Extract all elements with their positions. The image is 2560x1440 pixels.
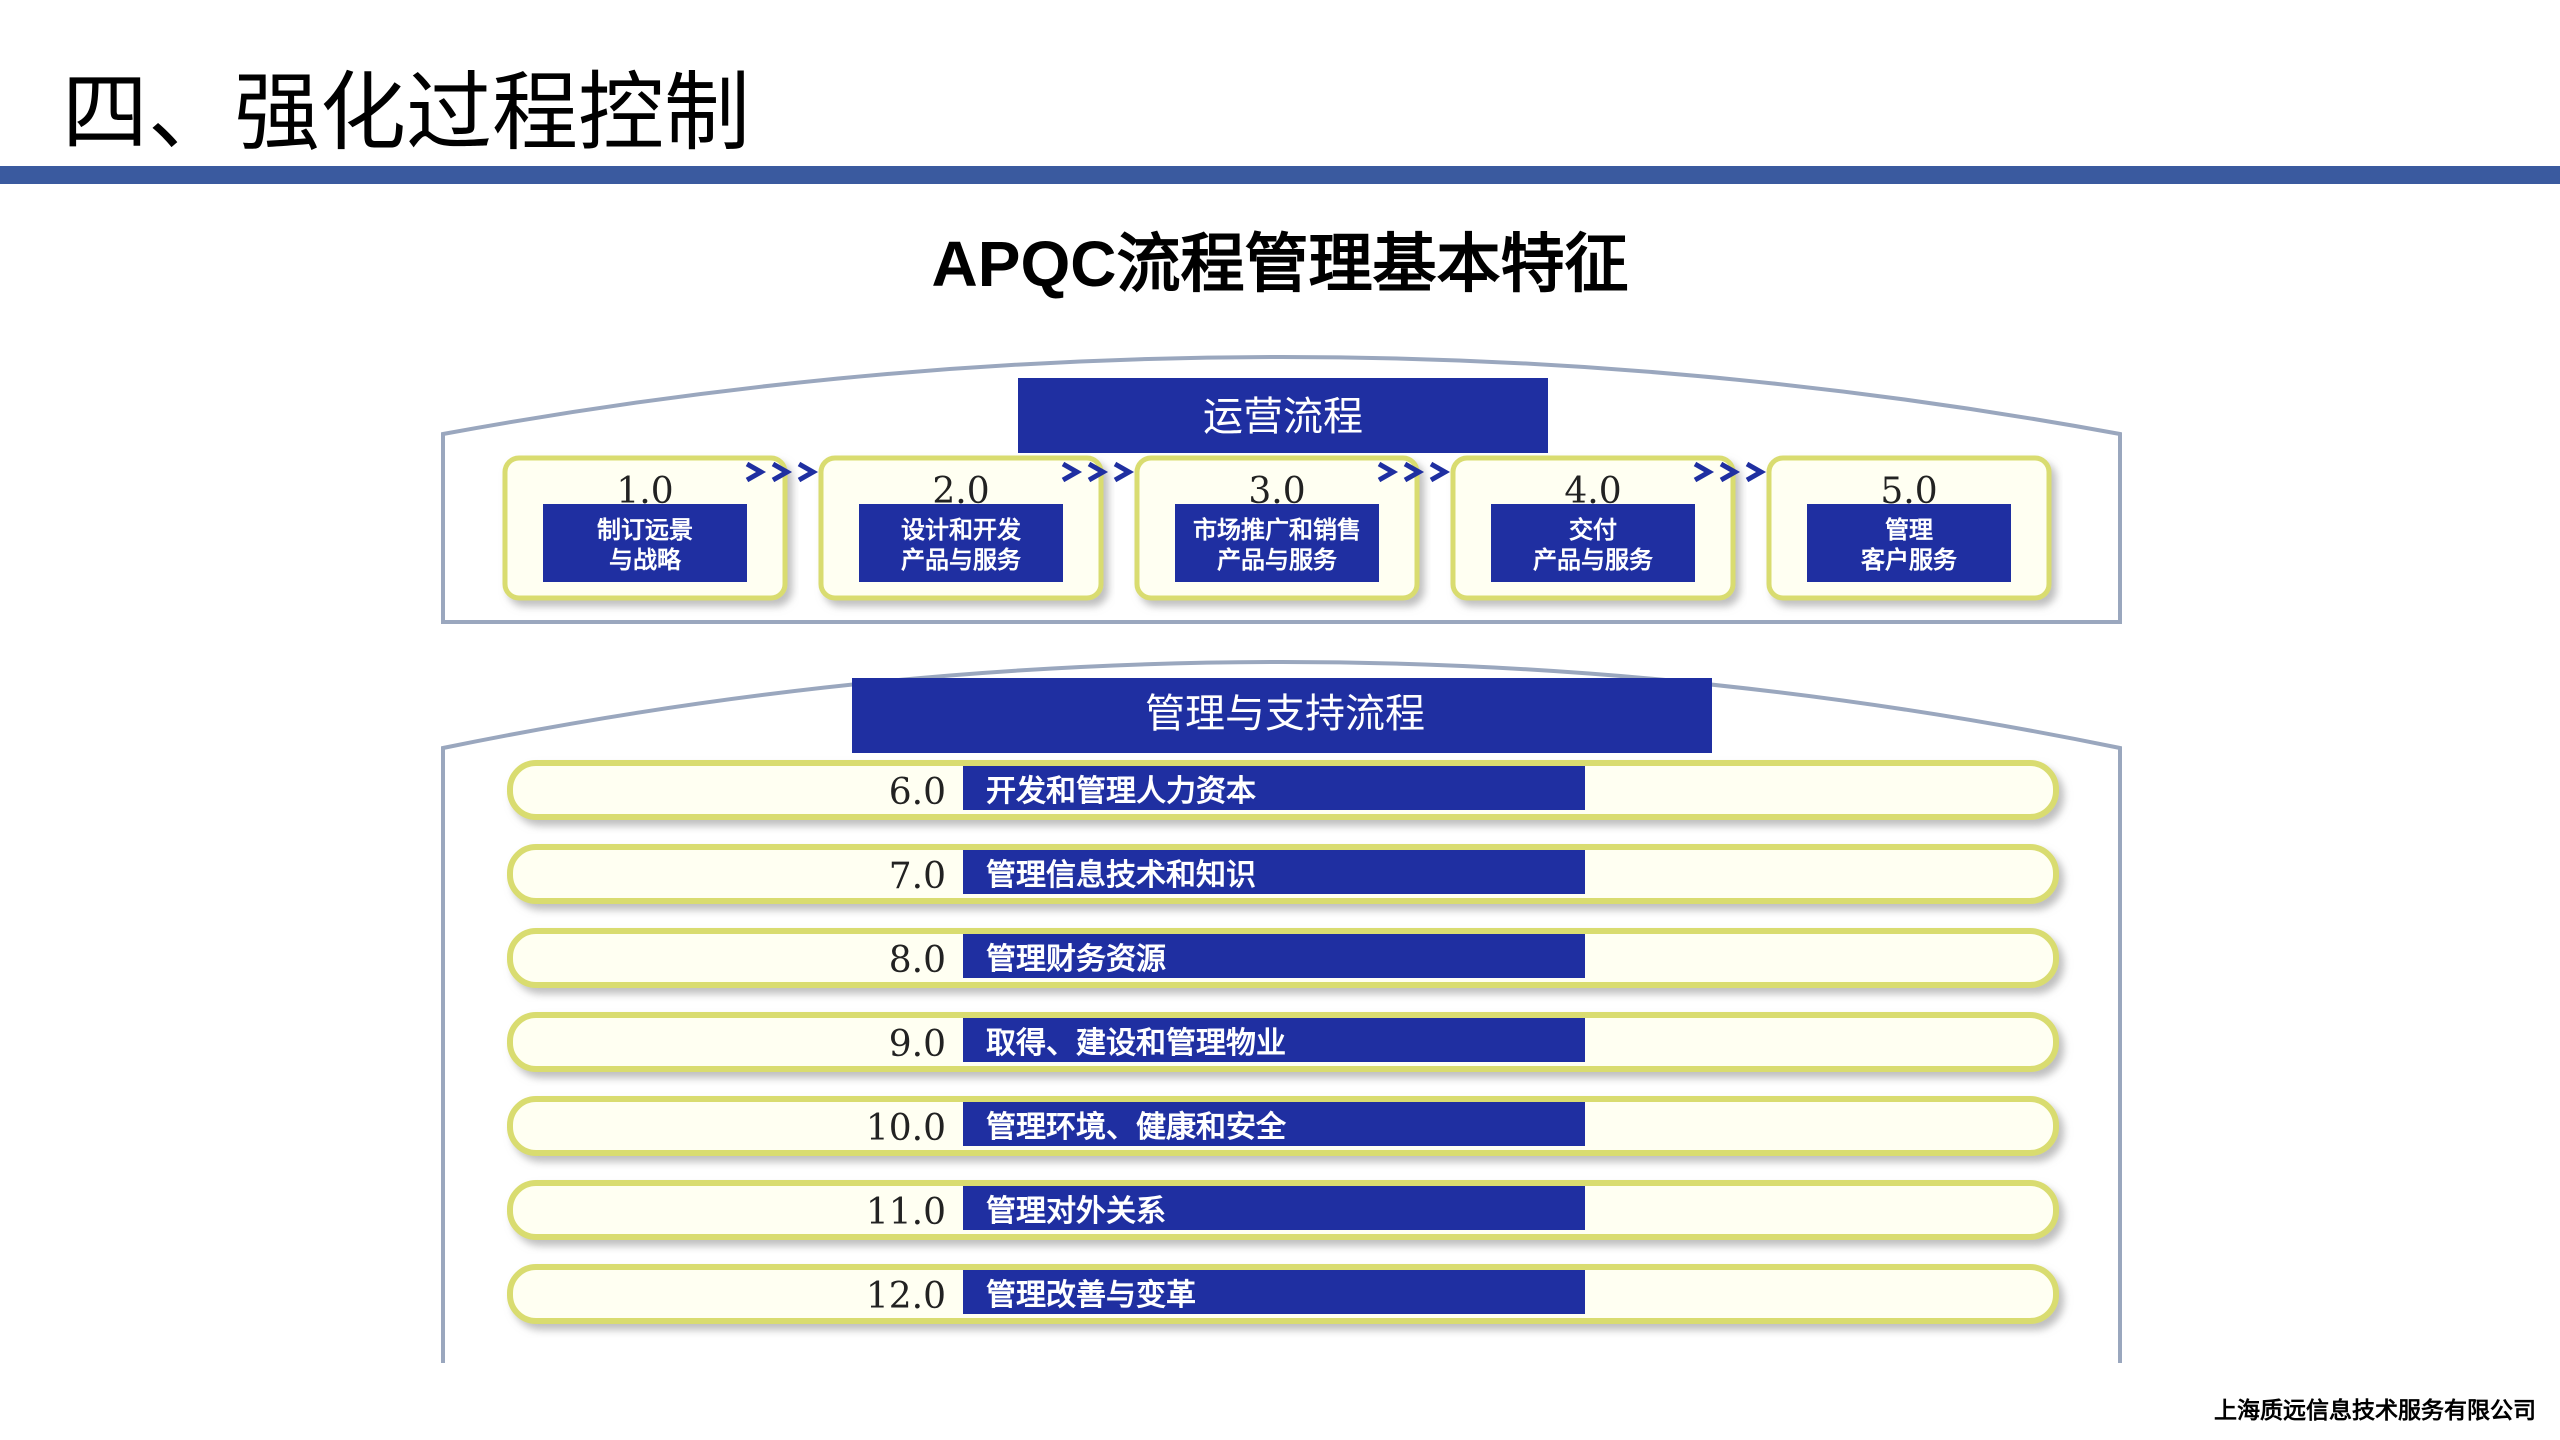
- operating-process-label-bar: [1807, 504, 2011, 582]
- operating-process-label-line: 与战略: [609, 546, 682, 574]
- support-process-8: 8.0 管理财务资源: [507, 928, 2059, 988]
- support-process-number: 12.0: [866, 1276, 946, 1317]
- support-header: 管理与支持流程: [1145, 691, 1425, 737]
- support-process-7: 7.0 管理信息技术和知识: [507, 844, 2059, 904]
- support-process-label: 管理改善与变革: [986, 1278, 1196, 1313]
- support-process-number: 6.0: [889, 772, 946, 813]
- company-footer: 上海质远信息技术服务有限公司: [2214, 1397, 2536, 1424]
- flow-chevron-icon: [745, 461, 819, 483]
- support-process-10: 10.0 管理环境、健康和安全: [507, 1096, 2059, 1156]
- support-process-label-bar: [963, 850, 1585, 894]
- support-process-list: 6.0 开发和管理人力资本 7.0 管理信息技术和知识 8.0 管理财务资源 9.0 取得、建…: [507, 760, 2059, 1324]
- flow-chevron-icon: [1693, 461, 1767, 483]
- operating-process-label-bar: [859, 504, 1063, 582]
- operating-process-label-bar: [1175, 504, 1379, 582]
- support-process-label-bar: [963, 934, 1585, 978]
- operating-process-label-line: 产品与服务: [1217, 546, 1338, 574]
- support-process-label: 取得、建设和管理物业: [986, 1026, 1286, 1061]
- operating-process-list: 1.0制订远景与战略2.0设计和开发产品与服务3.0市场推广和销售产品与服务4.…: [502, 455, 2052, 601]
- operating-process-label-line: 市场推广和销售: [1193, 516, 1361, 544]
- operating-process-label-bar: [1491, 504, 1695, 582]
- support-process-number: 11.0: [866, 1192, 946, 1233]
- support-process-number: 9.0: [889, 1024, 946, 1065]
- support-process-label: 管理环境、健康和安全: [986, 1110, 1287, 1145]
- operating-process-label-line: 管理: [1885, 516, 1933, 544]
- support-process-label: 管理财务资源: [986, 942, 1166, 977]
- support-process-11: 11.0 管理对外关系: [507, 1180, 2059, 1240]
- support-process-label: 管理对外关系: [986, 1194, 1166, 1229]
- support-process-9: 9.0 取得、建设和管理物业: [507, 1012, 2059, 1072]
- title-divider: [0, 166, 2560, 184]
- support-header-bar: [852, 678, 1712, 753]
- operating-process-label-line: 交付: [1569, 516, 1617, 544]
- operating-process-label-line: 产品与服务: [1533, 546, 1654, 574]
- support-process-label: 管理信息技术和知识: [986, 858, 1256, 893]
- support-process-label-bar: [963, 1102, 1585, 1146]
- operating-process-label-line: 客户服务: [1861, 546, 1958, 574]
- operating-process-label-bar: [543, 504, 747, 582]
- operating-process-label-line: 产品与服务: [901, 546, 1022, 574]
- diagram-subtitle: APQC流程管理基本特征: [931, 228, 1629, 300]
- support-process-number: 7.0: [889, 856, 946, 897]
- support-process-6: 6.0 开发和管理人力资本: [507, 760, 2059, 820]
- flow-chevron-icon: [1377, 461, 1451, 483]
- operating-header: 运营流程: [1203, 394, 1363, 440]
- support-process-label-bar: [963, 1018, 1585, 1062]
- operating-header-bar: [1018, 378, 1548, 453]
- support-process-label: 开发和管理人力资本: [986, 774, 1256, 809]
- support-process-label-bar: [963, 766, 1585, 810]
- support-process-label-bar: [963, 1270, 1585, 1314]
- operating-process-label-line: 制订远景: [597, 516, 693, 544]
- support-process-number: 8.0: [889, 940, 946, 981]
- operating-process-label-line: 设计和开发: [901, 516, 1021, 544]
- support-process-label-bar: [963, 1186, 1585, 1230]
- support-process-number: 10.0: [866, 1108, 946, 1149]
- slide-title: 四、强化过程控制: [62, 63, 750, 163]
- support-process-12: 12.0 管理改善与变革: [507, 1264, 2059, 1324]
- flow-chevron-icon: [1061, 461, 1135, 483]
